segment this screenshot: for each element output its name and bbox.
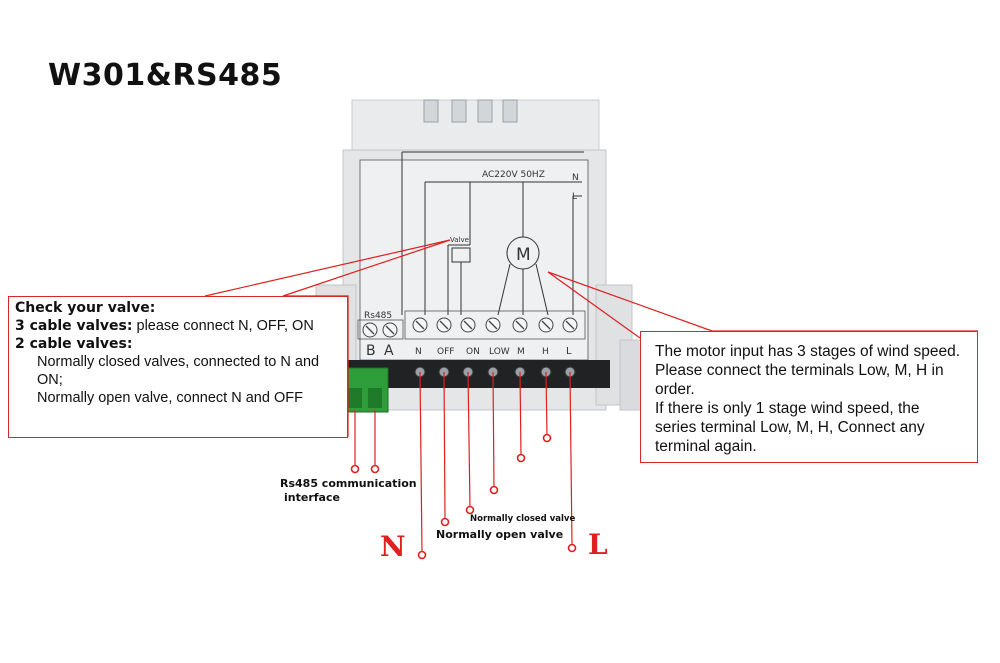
rail-label-n: N [572,173,579,183]
circuit-lines [401,151,584,316]
motor-instruction-2: If there is only 1 stage wind speed, the… [655,400,925,455]
screw-slot [365,325,375,335]
terminal-label-l: L [566,346,572,357]
rs485-green-connector [341,367,389,413]
wire-end-dots [350,433,577,560]
valve-instructions-box: Check your valve: 3 cable valves: please… [8,296,348,438]
normally-open-label: Normally open valve [436,528,564,541]
screw-slot [415,320,425,330]
terminal-label-off: OFF [437,347,454,357]
normally-open-instruction: Normally open valve, connect N and OFF [37,390,303,406]
rs485-small-label: Rs485 [364,311,392,321]
page-title: W301&RS485 [48,58,283,93]
two-cable-heading: 2 cable valves: [15,336,133,352]
device-body [299,99,643,411]
screw-slot [439,320,449,330]
screw-slot [488,320,498,330]
terminal-label-low: LOW [489,347,510,357]
supply-label: AC220V 50HZ [482,170,545,180]
terminal-labels: B A N OFF ON LOW M H L [366,343,572,359]
screw-slot [565,320,575,330]
terminal-label-on: ON [466,347,480,357]
screw-slot [463,320,473,330]
rs485-interface-label-line2: interface [284,491,340,504]
terminal-label-m: M [517,347,525,357]
motor-instruction-1: The motor input has 3 stages of wind spe… [655,343,961,398]
neutral-label: N [380,530,406,563]
screw-row [357,310,586,340]
terminal-label-b: B [366,343,376,359]
terminal-label-h: H [542,347,549,357]
terminal-label-a: A [384,343,394,359]
screw-slot [515,320,525,330]
motor-instructions-box: The motor input has 3 stages of wind spe… [640,331,978,463]
screw-slot [385,325,395,335]
normally-closed-instruction: Normally closed valves, connected to N a… [37,354,320,388]
valve-heading: Check your valve: [15,300,156,316]
motor-symbol: M [516,245,531,265]
valve-label: Valve [450,236,469,244]
rail-label-l: L [572,192,577,202]
terminal-label-n: N [415,347,422,357]
live-label: L [588,528,608,561]
rs485-interface-label-line1: Rs485 communication [280,477,417,490]
three-cable-instruction: 3 cable valves: please connect N, OFF, O… [15,318,314,334]
normally-closed-label: Normally closed valve [470,514,576,524]
screw-slot [541,320,551,330]
